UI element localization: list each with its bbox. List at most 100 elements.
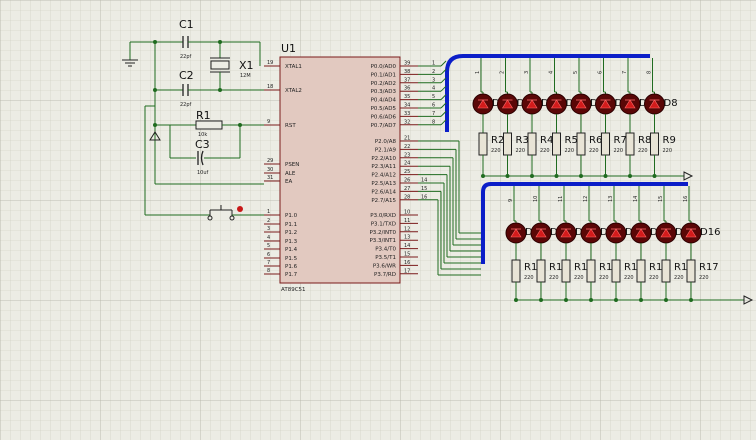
resistor-value: 220	[614, 148, 624, 154]
port0-net-label: 8	[432, 119, 435, 125]
resistor-ref: R12	[574, 262, 594, 273]
led[interactable]	[530, 222, 552, 244]
resistor-ref: R10	[524, 262, 544, 273]
led[interactable]	[655, 222, 677, 244]
c1-ref: C1	[179, 18, 194, 31]
resistor-value: 220	[524, 275, 534, 281]
resistor-value: 220	[540, 148, 550, 154]
resistor[interactable]	[611, 259, 621, 283]
led[interactable]	[580, 222, 602, 244]
led-row-2: 9D9R1022010D10R1122011D11R1222012D12R132…	[505, 186, 754, 305]
resistor-value: 220	[674, 275, 684, 281]
mcu-pin-number: 23	[404, 152, 410, 158]
led[interactable]	[555, 222, 577, 244]
resistor[interactable]	[576, 132, 586, 156]
led[interactable]	[630, 222, 652, 244]
resistor-ref: R4	[540, 135, 553, 146]
port0-net-label: 1	[432, 61, 435, 67]
resistor[interactable]	[625, 132, 635, 156]
resistor-value: 220	[599, 275, 609, 281]
resistor-value: 220	[565, 148, 575, 154]
led[interactable]	[521, 93, 543, 115]
led[interactable]	[680, 222, 702, 244]
led-net-label: 11	[558, 196, 564, 202]
mcu-u1[interactable]	[279, 56, 401, 284]
mcu-pin-number: 3	[267, 226, 270, 232]
c3-ref: C3	[195, 138, 210, 151]
resistor[interactable]	[586, 259, 596, 283]
mcu-pin-number: 26	[404, 178, 410, 184]
led-ref: D16	[700, 227, 720, 238]
mcu-pin-number: 34	[404, 103, 410, 109]
led[interactable]	[570, 93, 592, 115]
mcu-pin-name: EA	[285, 179, 292, 185]
mcu-pin-number: 12	[404, 226, 410, 232]
mcu-pin-name: P3.7/RD	[374, 272, 396, 278]
resistor-ref: R15	[649, 262, 669, 273]
resistor-ref: R9	[663, 135, 676, 146]
resistor[interactable]	[503, 132, 512, 156]
mcu-pin-number: 11	[404, 218, 410, 224]
mcu-pin-name: P3.1/TXD	[371, 221, 396, 227]
mcu-pin-name: P2.3/A11	[371, 164, 396, 170]
resistor[interactable]	[601, 132, 610, 156]
led-net-label: 5	[573, 71, 579, 74]
mcu-pin-name: P3.4/T0	[375, 247, 396, 253]
mcu-pin-number: 7	[267, 260, 270, 266]
led[interactable]	[605, 222, 627, 244]
mcu-pin-number: 39	[404, 61, 410, 67]
mcu-pin-name: P1.0	[285, 213, 298, 219]
port2-net-label: 15	[421, 186, 427, 192]
mcu-pin-number: 32	[404, 119, 410, 125]
resistor[interactable]	[527, 132, 537, 156]
resistor[interactable]	[650, 132, 659, 156]
resistor-value: 220	[516, 148, 526, 154]
resistor[interactable]	[661, 259, 671, 283]
led[interactable]	[505, 222, 527, 244]
mcu-pin-number: 6	[267, 252, 270, 258]
mcu-pin-name: P1.4	[285, 247, 298, 253]
led-net-label: 6	[598, 71, 604, 74]
resistor-ref: R3	[516, 135, 529, 146]
mcu-pin-number: 28	[404, 194, 410, 200]
resistor[interactable]	[561, 259, 571, 283]
mcu-pin-name: P0.5/AD5	[371, 106, 397, 112]
resistor[interactable]	[478, 132, 488, 156]
resistor-value: 220	[699, 275, 709, 281]
led-net-label: 9	[508, 199, 514, 202]
mcu-pin-name: P3.3/INT1	[369, 238, 396, 244]
led[interactable]	[595, 93, 616, 115]
resistor-value: 220	[624, 275, 634, 281]
mcu-pin-name: P3.0/RXD	[370, 213, 396, 219]
mcu-pin-name: PSEN	[285, 162, 299, 168]
led[interactable]	[619, 93, 641, 115]
port0-bus	[445, 54, 650, 132]
mcu-pin-number: 24	[404, 161, 410, 167]
c2-value: 22pf	[180, 102, 192, 108]
mcu-pin-name: P0.1/AD1	[371, 72, 396, 78]
resistor[interactable]	[536, 259, 546, 283]
port0-net-label: 4	[432, 86, 435, 92]
mcu-pin-name: P1.5	[285, 256, 298, 262]
resistor[interactable]	[636, 259, 646, 283]
r1-ref: R1	[196, 109, 211, 122]
oscillator-reset-wiring	[122, 36, 264, 221]
mcu-pin-number: 19	[267, 60, 273, 66]
led[interactable]	[546, 93, 567, 115]
mcu-pin-number: 22	[404, 144, 410, 150]
resistor-ref: R7	[614, 135, 627, 146]
mcu-pin-number: 2	[267, 218, 270, 224]
resistor[interactable]	[511, 259, 521, 283]
resistor[interactable]	[686, 259, 696, 283]
resistor-value: 220	[589, 148, 599, 154]
resistor-ref: R11	[549, 262, 569, 273]
led[interactable]	[497, 93, 518, 115]
led[interactable]	[644, 93, 665, 115]
mcu-pin-name: P2.6/A14	[371, 189, 396, 195]
mcu-pin-name: P2.5/A13	[371, 181, 396, 187]
led[interactable]	[472, 93, 494, 115]
resistor[interactable]	[552, 132, 561, 156]
